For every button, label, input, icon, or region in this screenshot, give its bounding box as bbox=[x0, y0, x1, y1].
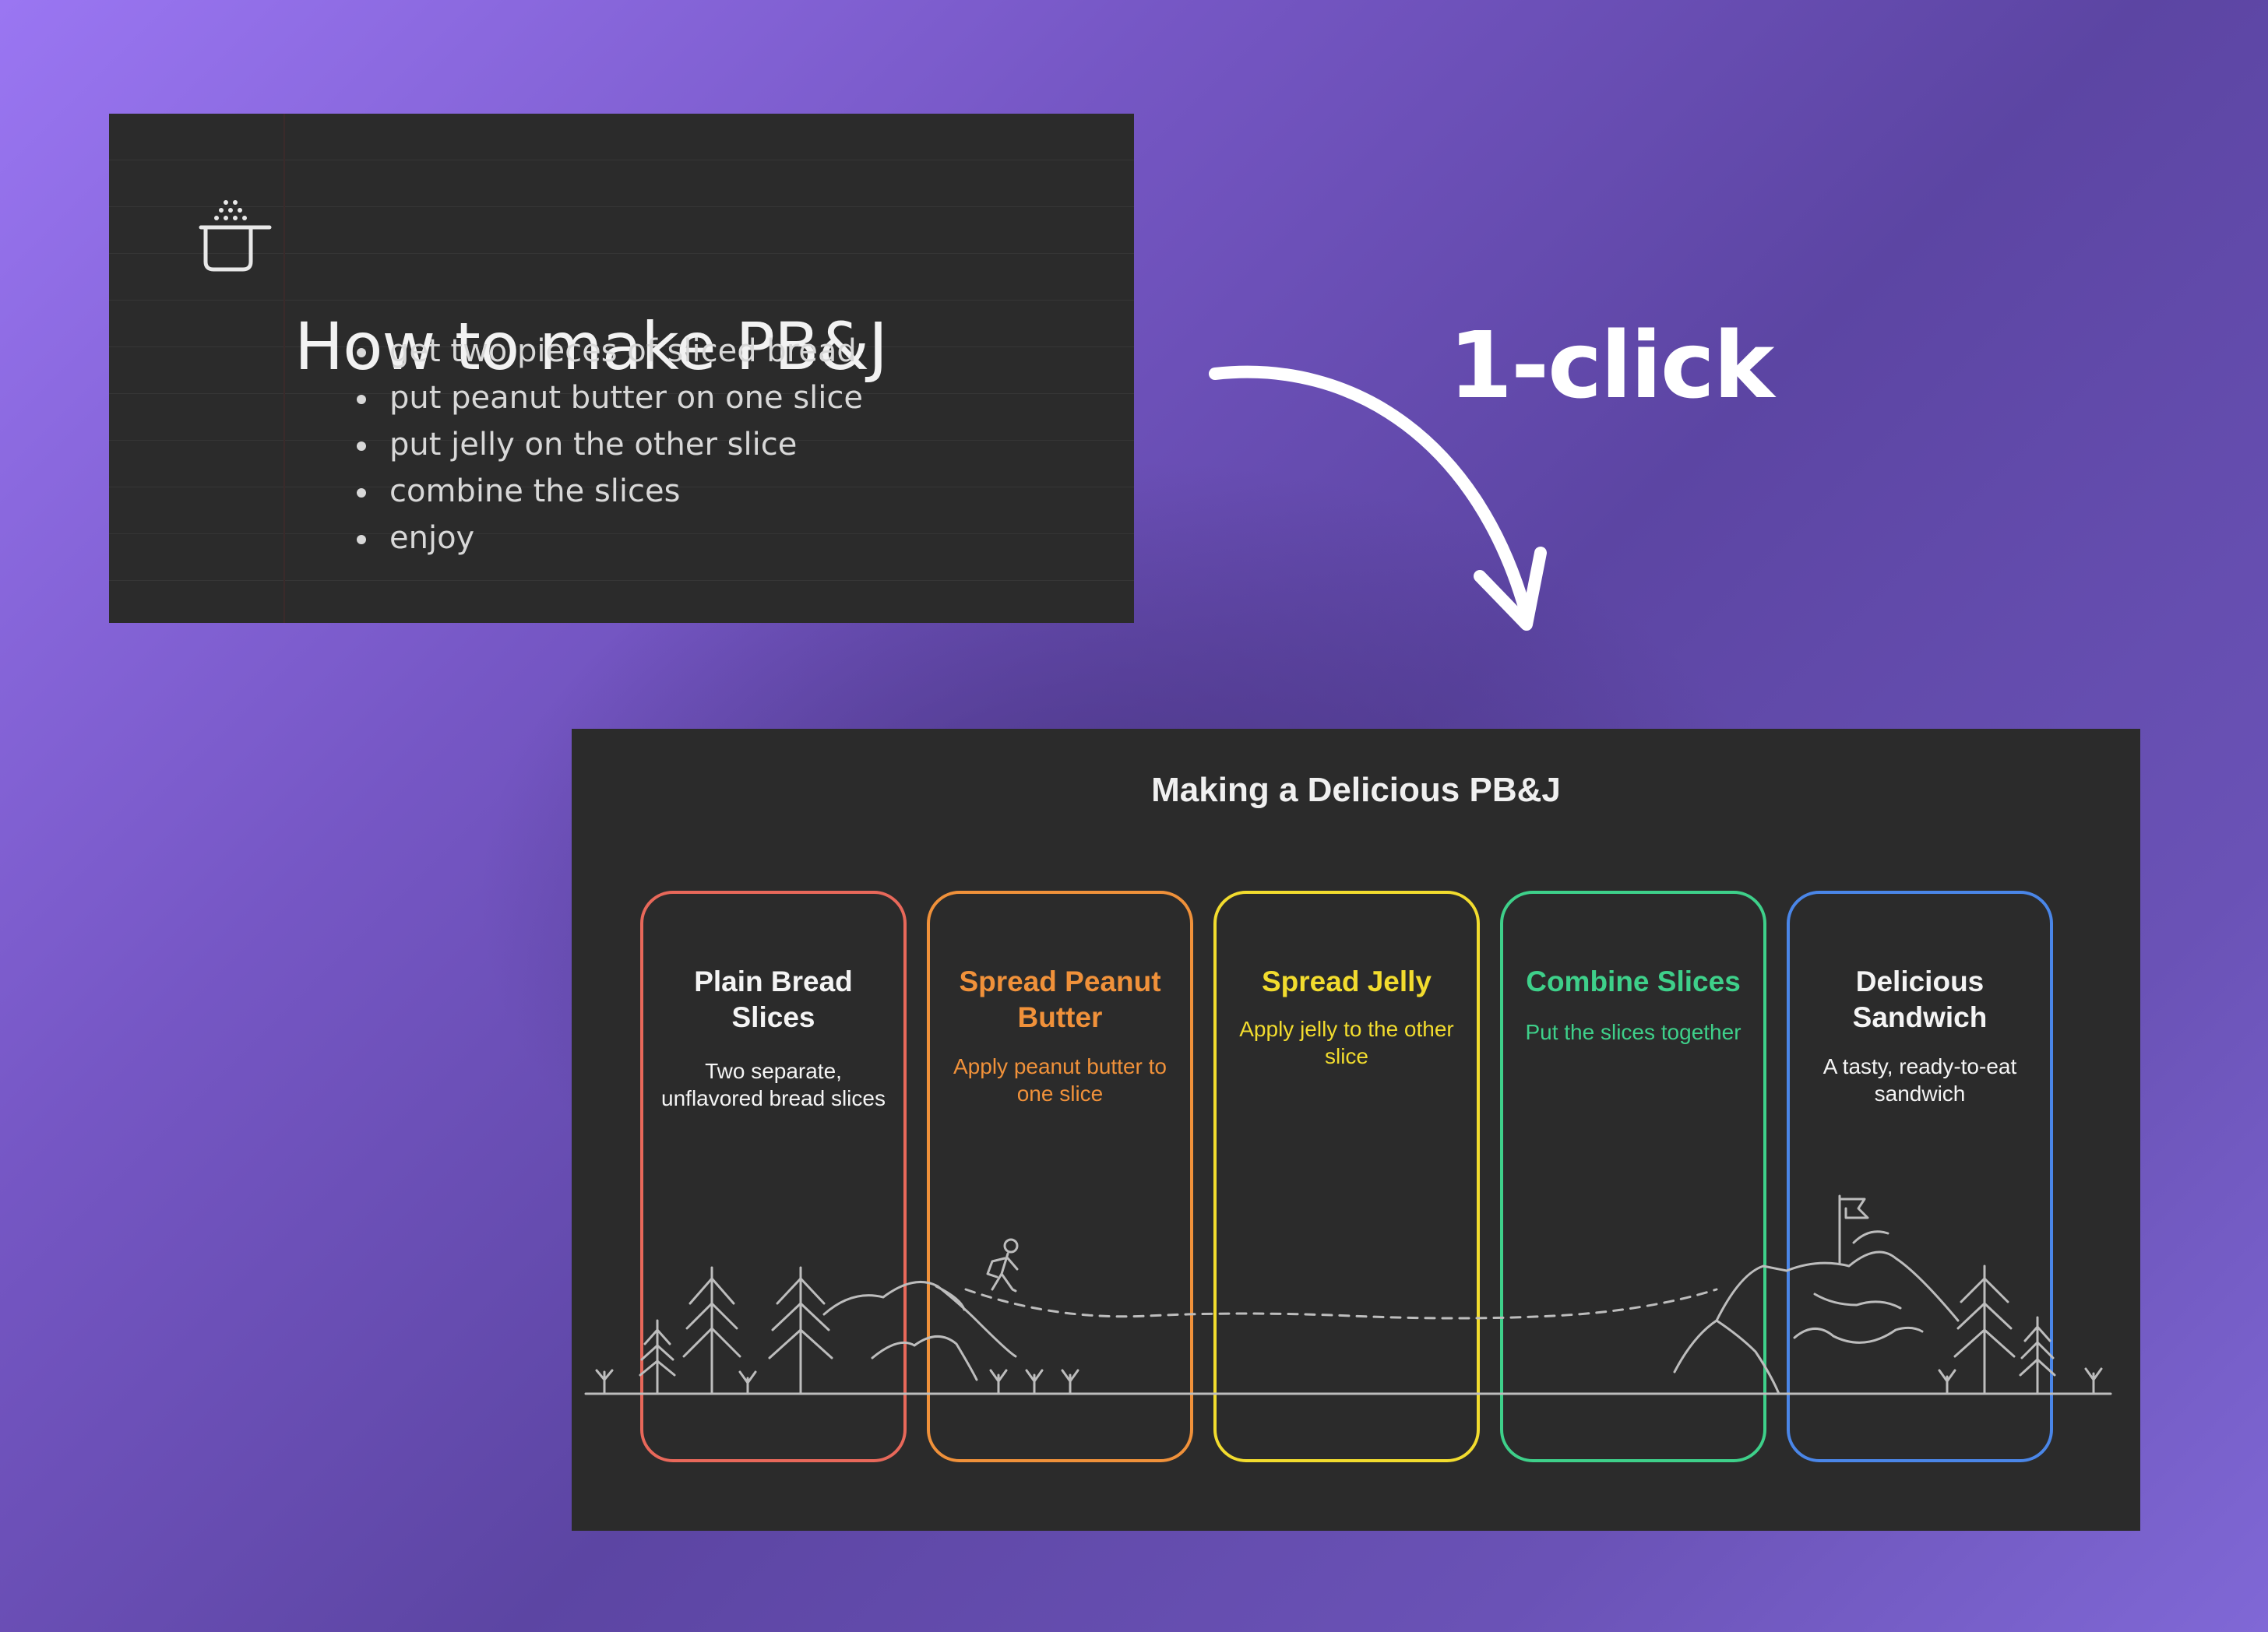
curved-arrow-icon bbox=[1209, 365, 1547, 631]
list-item: enjoy bbox=[357, 515, 863, 561]
step-title: Plain Bread Slices bbox=[694, 965, 853, 1033]
note-title: How to make PB&J bbox=[294, 308, 888, 385]
diagram-title: Making a Delicious PB&J bbox=[1151, 771, 1561, 809]
pot-icon bbox=[199, 200, 272, 272]
step-title: Spread Peanut Butter bbox=[959, 965, 1161, 1033]
note-margin-line bbox=[284, 114, 285, 623]
step-card-plain-bread: Plain Bread Slices Two separate, unflavo… bbox=[640, 891, 907, 1462]
list-item: put peanut butter on one slice bbox=[357, 375, 863, 421]
step-title: Combine Slices bbox=[1526, 965, 1741, 997]
step-card-combine: Combine Slices Put the slices together bbox=[1500, 891, 1766, 1462]
note-panel: How to make PB&J get two pieces of slice… bbox=[109, 114, 1134, 623]
step-description: A tasty, ready-to-eat sandwich bbox=[1822, 1054, 2017, 1106]
list-item: combine the slices bbox=[357, 468, 863, 515]
step-description: Put the slices together bbox=[1525, 1020, 1742, 1044]
grass-icon bbox=[2084, 1367, 2103, 1395]
one-click-label: 1-click bbox=[1449, 311, 1774, 419]
grass-icon bbox=[595, 1369, 614, 1395]
step-title: Delicious Sandwich bbox=[1852, 965, 1988, 1033]
step-description: Apply jelly to the other slice bbox=[1239, 1017, 1454, 1068]
step-title: Spread Jelly bbox=[1261, 965, 1432, 997]
step-description: Apply peanut butter to one slice bbox=[953, 1054, 1167, 1106]
step-description: Two separate, unflavored bread slices bbox=[661, 1059, 886, 1110]
step-card-sandwich: Delicious Sandwich A tasty, ready-to-eat… bbox=[1787, 891, 2053, 1462]
step-card-peanut-butter: Spread Peanut Butter Apply peanut butter… bbox=[927, 891, 1193, 1462]
note-bullet-list: get two pieces of sliced bread put peanu… bbox=[357, 328, 863, 561]
list-item: get two pieces of sliced bread bbox=[357, 328, 863, 375]
diagram-panel: Making a Delicious PB&J Plain Bread Slic… bbox=[572, 729, 2140, 1531]
step-card-jelly: Spread Jelly Apply jelly to the other sl… bbox=[1213, 891, 1480, 1462]
list-item: put jelly on the other slice bbox=[357, 421, 863, 468]
